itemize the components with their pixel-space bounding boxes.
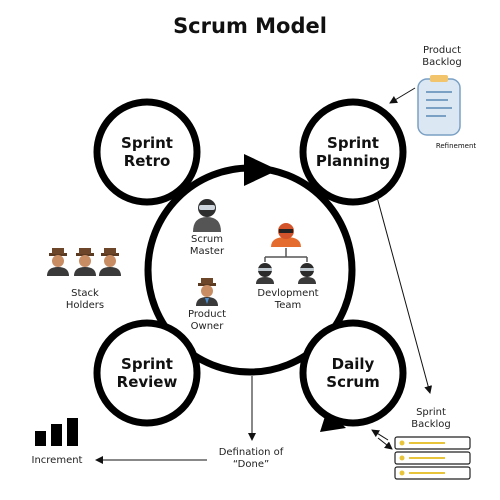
stakeholders-icon <box>47 248 121 276</box>
sprint-backlog-icon <box>394 436 471 480</box>
sprint-review-line-1: Sprint <box>121 355 173 373</box>
scrum-master-icon <box>193 199 221 232</box>
sprint-review-line-2: Review <box>116 373 178 391</box>
scrum-master-line-1: Scrum <box>190 234 224 245</box>
increment-label: Increment <box>31 455 83 466</box>
stakeholders-line-1: Stack <box>71 288 99 299</box>
sprint-retro-line-2: Retro <box>123 152 171 170</box>
refinement-label: Refinement <box>435 142 477 150</box>
sprint-retro-line-1: Sprint <box>121 134 173 152</box>
product-owner-label: Product Owner <box>172 309 242 333</box>
product-owner-line-1: Product <box>188 309 226 320</box>
sprint-retro-label: Sprint Retro <box>97 134 197 170</box>
definition-of-done-line-2: “Done” <box>232 459 270 470</box>
sprint-retro-circle <box>93 98 201 206</box>
product-owner-icon <box>196 278 218 306</box>
daily-scrum-line-1: Daily <box>331 355 375 373</box>
daily-scrum-line-2: Scrum <box>326 373 380 391</box>
product-backlog-label: Product Backlog <box>406 45 478 69</box>
sprint-review-circle <box>93 319 201 427</box>
scrum-master-line-2: Master <box>189 246 225 257</box>
sprint-planning-label: Sprint Planning <box>303 134 403 170</box>
product-backlog-line-1: Product <box>423 45 461 56</box>
daily-scrum-circle <box>299 319 407 427</box>
sprint-backlog-label: Sprint Backlog <box>395 407 467 431</box>
sprint-review-label: Sprint Review <box>97 355 197 391</box>
backlog-to-planning-arrow <box>389 87 416 104</box>
daily-scrum-label: Daily Scrum <box>303 355 403 391</box>
sprint-backlog-line-1: Sprint <box>416 407 446 418</box>
stakeholders-label: Stack Holders <box>50 288 120 312</box>
planning-to-sprint-backlog-arrow <box>376 196 433 394</box>
daily-backlog-arrow-b <box>377 437 393 450</box>
scrum-master-label: Scrum Master <box>172 234 242 258</box>
product-backlog-line-2: Backlog <box>422 57 462 68</box>
daily-backlog-arrow-a <box>371 429 389 441</box>
development-team-line-2: Team <box>274 300 302 311</box>
sprint-backlog-line-2: Backlog <box>411 419 451 430</box>
cycle-arrow-top <box>244 154 278 186</box>
increment-icon <box>35 418 78 446</box>
development-team-label: Devlopment Team <box>246 288 330 312</box>
diagram-title: Scrum Model <box>173 14 327 38</box>
stakeholders-line-2: Holders <box>65 300 105 311</box>
sprint-planning-circle <box>299 98 407 206</box>
product-backlog-icon <box>417 75 461 136</box>
development-team-line-1: Devlopment <box>257 288 319 299</box>
definition-of-done-label: Defination of “Done” <box>206 447 296 471</box>
sprint-planning-line-1: Sprint <box>327 134 379 152</box>
product-owner-line-2: Owner <box>190 321 224 332</box>
definition-of-done-line-1: Defination of <box>218 447 284 458</box>
sprint-planning-line-2: Planning <box>315 152 391 170</box>
development-team-icon <box>256 223 316 284</box>
